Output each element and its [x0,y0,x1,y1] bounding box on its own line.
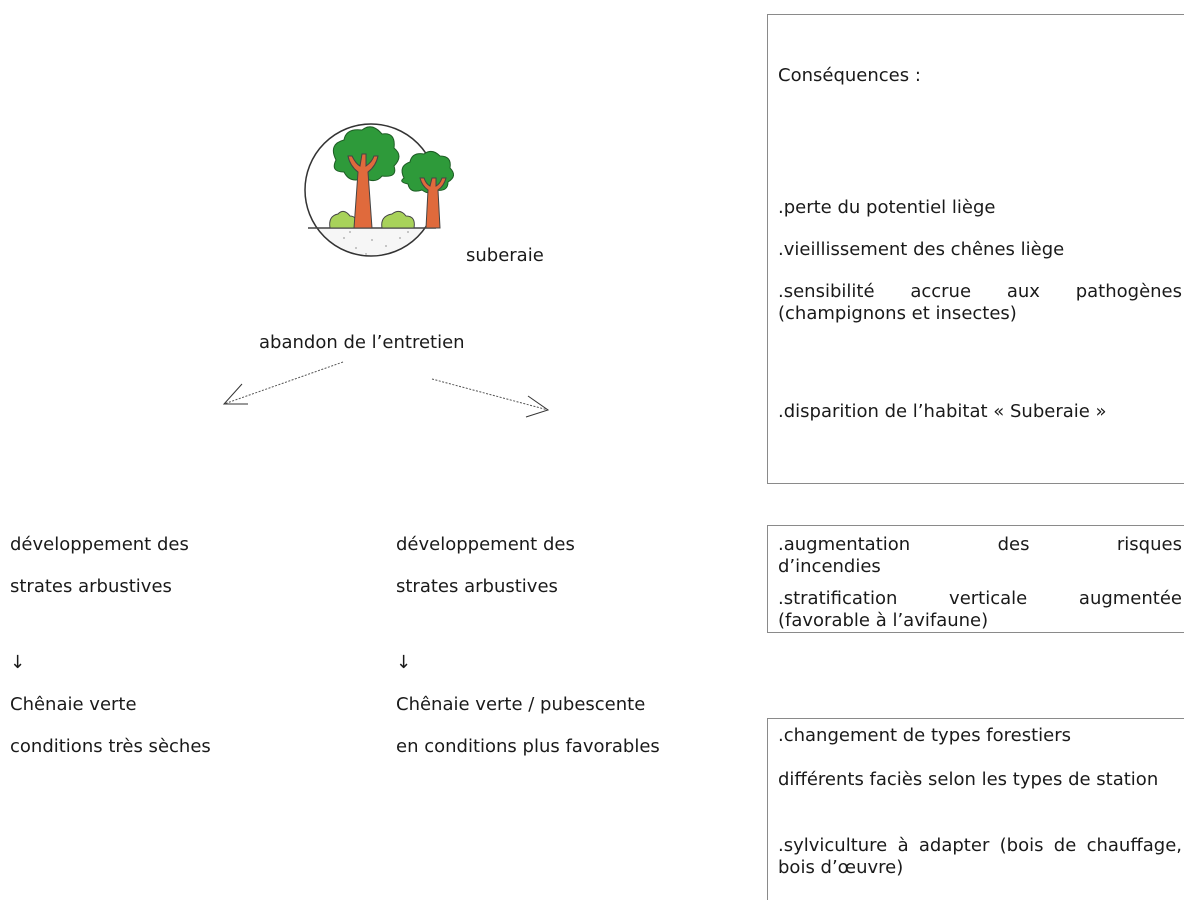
consequence-item: .sensibilité accrue aux pathogènes (cham… [778,281,1182,324]
shrub-right-icon [381,210,415,229]
branch-right-stage1-line1: développement des [396,534,575,555]
branch-left-stage1-line1: développement des [10,534,189,555]
effect-item-stratification: .stratification verticale augmentée (fav… [778,588,1182,631]
branch-left-stage2-line1: Chênaie verte [10,694,137,715]
consequence-item: .vieillissement des chênes liège [778,239,1065,260]
tree-left-icon [332,126,400,229]
branch-arrow-left [222,361,344,405]
consequence-item: .perte du potentiel liège [778,197,996,218]
branch-arrow-right [431,378,550,418]
tree-right-icon [401,150,454,229]
branch-left-stage2-line2: conditions très sèches [10,736,211,757]
consequences-heading: Conséquences : [778,65,921,86]
effect-item-forest-types: .changement de types forestiers [778,725,1072,746]
habitat-label: suberaie [466,245,544,266]
branch-left-down-arrow: ↓ [10,652,26,673]
effect-item-facies: différents faciès selon les types de sta… [778,769,1159,790]
branch-right-stage1-line2: strates arbustives [396,576,558,597]
effect-item-fire-risk-line1: .augmentation des risques [778,534,1182,555]
effect-item-silviculture: .sylviculture à adapter (bois de chauffa… [778,835,1182,878]
consequence-item: .disparition de l’habitat « Suberaie » [778,401,1107,422]
effect-item-fire-risk-line2: d’incendies [778,556,881,577]
branch-right-stage2-line2: en conditions plus favorables [396,736,660,757]
trigger-label: abandon de l’entretien [259,332,465,353]
consequences-box: Conséquences : .perte du potentiel liège… [767,14,1184,484]
suberaie-illustration [304,123,454,257]
branch-left-stage1-line2: strates arbustives [10,576,172,597]
shrub-effects-box: .augmentation des risques d’incendies .s… [767,525,1184,633]
branch-right-stage2-line1: Chênaie verte / pubescente [396,694,646,715]
branch-right-down-arrow: ↓ [396,652,412,673]
oak-effects-box: .changement de types forestiers différen… [767,718,1184,900]
